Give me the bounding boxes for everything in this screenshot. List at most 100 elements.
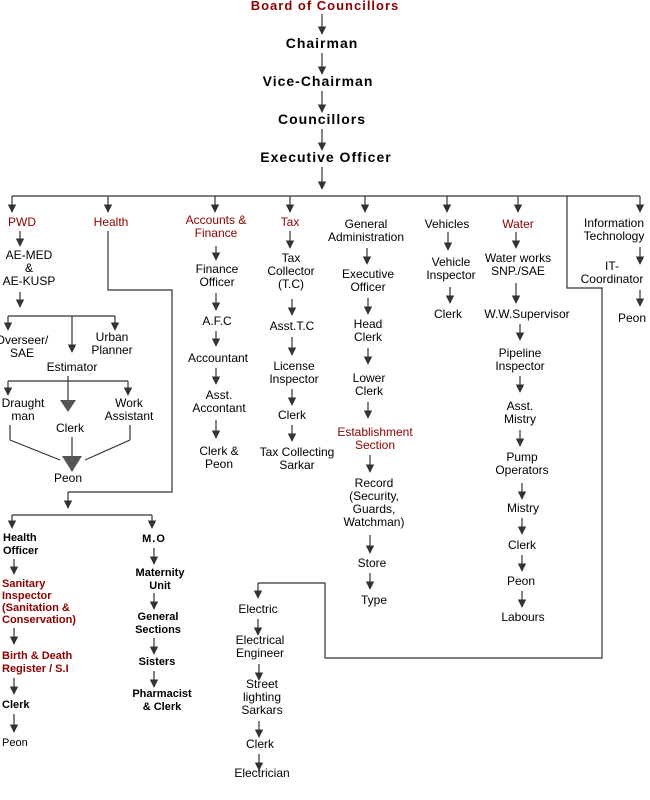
- health-heading-line: Health: [94, 215, 129, 229]
- license-inspector-node-line: License: [273, 359, 315, 373]
- information-technology-heading-line: Information: [584, 216, 644, 230]
- vice-chairman-node: Vice-Chairman: [263, 73, 374, 89]
- ww-supervisor-node: W.W.Supervisor: [484, 307, 569, 321]
- tax-heading: Tax: [281, 215, 300, 229]
- electric-clerk-node-line: Clerk: [246, 737, 275, 751]
- health-officer-node-line: Officer: [3, 545, 39, 557]
- mistry-node: Mistry: [507, 501, 539, 515]
- electric-node: Electric: [238, 602, 277, 616]
- pipeline-inspector-node-line: Inspector: [495, 359, 544, 373]
- vehicle-inspector-node-line: Inspector: [426, 268, 475, 282]
- birth-death-register-node-line: Birth & Death: [2, 650, 73, 662]
- general-administration-heading-line: General: [345, 217, 388, 231]
- accounts-finance-heading: Accounts &Finance: [186, 213, 247, 240]
- asst-mistry-node-line: Asst.: [507, 399, 534, 413]
- finance-officer-node-line: Finance: [196, 262, 239, 276]
- it-coordinator-node-line: Coordinator: [581, 272, 644, 286]
- health-clerk-node-line: Clerk: [2, 699, 30, 711]
- executive-officer-node-line: Executive Officer: [260, 149, 391, 165]
- water-heading: Water: [502, 217, 534, 231]
- record-security-node-line: Guards,: [353, 502, 396, 516]
- connector-lines: [3, 14, 645, 771]
- ww-supervisor-node-line: W.W.Supervisor: [484, 307, 569, 321]
- executive-officer-ga-node-line: Officer: [350, 280, 385, 294]
- pwd-clerk-node: Clerk: [56, 421, 85, 435]
- chairman-node-line: Chairman: [286, 35, 359, 51]
- establishment-section-node-line: Section: [355, 438, 395, 452]
- chairman-node: Chairman: [286, 35, 359, 51]
- sanitary-inspector-node-line: Sanitary: [2, 578, 46, 590]
- clerk-peon-node-line: Clerk &: [199, 444, 238, 458]
- ae-med-ae-kusp-node-line: AE-KUSP: [3, 274, 56, 288]
- electrician-node-line: Electrician: [234, 766, 289, 780]
- tax-collecting-sarkar-node-line: Tax Collecting: [260, 445, 335, 459]
- executive-officer-node: Executive Officer: [260, 149, 391, 165]
- water-clerk-node-line: Clerk: [508, 538, 537, 552]
- node-labels: Board of CouncillorsChairmanVice-Chairma…: [0, 0, 646, 780]
- pwd-heading-line: PWD: [8, 215, 36, 229]
- head-clerk-node-line: Clerk: [354, 330, 383, 344]
- tax-heading-line: Tax: [281, 215, 300, 229]
- accounts-finance-heading-line: Finance: [195, 226, 238, 240]
- electric-node-line: Electric: [238, 602, 277, 616]
- pwd-heading: PWD: [8, 215, 36, 229]
- board-of-councillors-node: Board of Councillors: [251, 0, 400, 13]
- vehicles-clerk-node-line: Clerk: [434, 307, 463, 321]
- tax-clerk-node-line: Clerk: [278, 408, 307, 422]
- ae-med-ae-kusp-node-line: &: [25, 261, 33, 275]
- health-connector: [68, 231, 173, 493]
- it-peon-node-line: Peon: [618, 311, 646, 325]
- information-technology-heading-line: Technology: [584, 229, 645, 243]
- street-lighting-sarkars-node-line: lighting: [243, 690, 281, 704]
- asst-tc-node: Asst.T.C: [270, 319, 315, 333]
- estimator-node: Estimator: [47, 360, 98, 374]
- asst-accontant-node-line: Asst.: [206, 388, 233, 402]
- overseer-sae-node-line: SAE: [10, 346, 34, 360]
- vehicle-inspector-node-line: Vehicle: [432, 255, 471, 269]
- lower-clerk-node-line: Clerk: [355, 384, 384, 398]
- asst-mistry-node-line: Mistry: [504, 412, 536, 426]
- work-assistant-to-peon: [84, 439, 131, 461]
- asst-tc-node-line: Asst.T.C: [270, 319, 315, 333]
- labours-node: Labours: [501, 610, 544, 624]
- pharmacist-clerk-node-line: & Clerk: [143, 701, 182, 713]
- board-of-councillors-node-line: Board of Councillors: [251, 0, 400, 13]
- record-security-node-line: Record: [355, 476, 394, 490]
- tax-clerk-node: Clerk: [278, 408, 307, 422]
- water-peon-node-line: Peon: [507, 574, 535, 588]
- clerk-peon-node-line: Peon: [205, 457, 233, 471]
- electric-connector: [258, 196, 603, 659]
- clerk-peon-node: Clerk &Peon: [199, 444, 238, 471]
- accountant-node: Accountant: [188, 351, 249, 365]
- water-works-snp-node-line: SNP./SAE: [491, 264, 545, 278]
- estimator-node-line: Estimator: [47, 360, 98, 374]
- electric-clerk-node: Clerk: [246, 737, 275, 751]
- overseer-sae-node: Overseer/SAE: [0, 333, 49, 360]
- it-peon-node: Peon: [618, 311, 646, 325]
- pwd-peon-node: Peon: [54, 471, 82, 485]
- work-assistant-node-line: Assistant: [105, 409, 154, 423]
- record-security-node-line: Watchman): [344, 515, 405, 529]
- asst-accontant-node: Asst.Accontant: [192, 388, 246, 415]
- accountant-node-line: Accountant: [188, 351, 249, 365]
- work-assistant-node-line: Work: [115, 396, 144, 410]
- overseer-sae-node-line: Overseer/: [0, 333, 49, 347]
- street-lighting-sarkars-node-line: Street: [246, 677, 279, 691]
- councillors-node-line: Councillors: [278, 111, 366, 127]
- record-security-node-line: (Security,: [349, 489, 399, 503]
